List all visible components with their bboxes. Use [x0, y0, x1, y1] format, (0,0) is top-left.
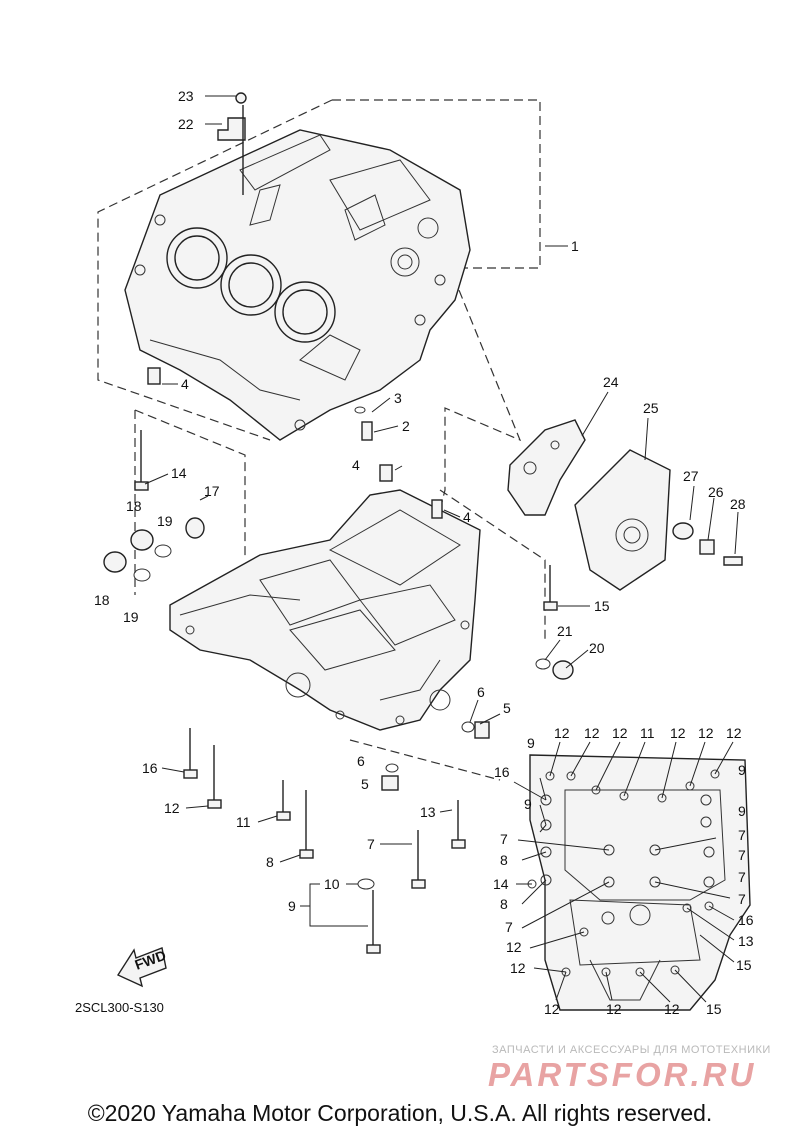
callout-19: 19 [123, 609, 139, 625]
small-parts [103, 92, 743, 890]
callout-28: 28 [730, 496, 746, 512]
diagram-code: 2SCL300-S130 [75, 1000, 164, 1015]
callout-4: 4 [181, 376, 189, 392]
inset-callout-7: 7 [738, 827, 746, 843]
callout-8: 8 [266, 854, 274, 870]
callout-9: 9 [288, 898, 296, 914]
inset-callout-13: 13 [738, 933, 754, 949]
cover-24 [507, 419, 586, 516]
inset-callout-7: 7 [505, 919, 513, 935]
inset-callout-7: 7 [738, 847, 746, 863]
copyright-notice: ©2020 Yamaha Motor Corporation, U.S.A. A… [87, 1100, 713, 1126]
callout-7: 7 [367, 836, 375, 852]
callout-14: 14 [171, 465, 187, 481]
lower-crankcase [169, 489, 481, 731]
callout-24: 24 [603, 374, 619, 390]
inset-callout-9: 9 [738, 803, 746, 819]
inset-callout-labels: 12 12 12 11 12 12 12 9 16 9 9 9 7 7 7 8 … [493, 725, 754, 1017]
inset-callout-8: 8 [500, 852, 508, 868]
callout-10: 10 [324, 876, 340, 892]
callout-5: 5 [503, 700, 511, 716]
lower-crankcase-dashed-outline [134, 409, 546, 781]
callout-15: 15 [594, 598, 610, 614]
inset-callout-16: 16 [494, 764, 510, 780]
callout-16: 16 [142, 760, 158, 776]
callout-5: 5 [361, 776, 369, 792]
callout-11: 11 [236, 814, 251, 830]
inset-callout-7: 7 [738, 891, 746, 907]
inset-bolt-pattern [513, 741, 751, 1011]
callout-1: 1 [571, 238, 579, 254]
cover-25 [574, 449, 671, 591]
inset-callout-12: 12 [726, 725, 742, 741]
watermark-logo: PARTSFOR.RU [488, 1056, 757, 1093]
inset-callout-16: 16 [738, 912, 754, 928]
inset-callout-14: 14 [493, 876, 509, 892]
callout-3: 3 [394, 390, 402, 406]
leader-lines [144, 95, 739, 927]
inset-callout-12: 12 [544, 1001, 560, 1017]
callout-6: 6 [477, 684, 485, 700]
inset-callout-12: 12 [698, 725, 714, 741]
callout-26: 26 [708, 484, 724, 500]
callout-13: 13 [420, 804, 436, 820]
fwd-arrow: FWD [116, 947, 168, 988]
callout-4: 4 [463, 509, 471, 525]
callout-23: 23 [178, 88, 194, 104]
callout-22: 22 [178, 116, 194, 132]
inset-callout-11: 11 [640, 725, 655, 741]
inset-callout-7: 7 [738, 869, 746, 885]
inset-callout-12: 12 [554, 725, 570, 741]
watermark-tagline: ЗАПЧАСТИ И АКСЕССУАРЫ ДЛЯ МОТОТЕХНИКИ [492, 1044, 771, 1056]
callout-labels: 1 2 3 4 4 4 5 5 6 6 7 8 9 10 11 12 13 14… [94, 88, 746, 914]
callout-25: 25 [643, 400, 659, 416]
callout-17: 17 [204, 483, 220, 499]
callout-21: 21 [557, 623, 573, 639]
inset-callout-15: 15 [706, 1001, 722, 1017]
inset-callout-9: 9 [527, 735, 535, 751]
inset-callout-12: 12 [584, 725, 600, 741]
inset-callout-9: 9 [524, 796, 532, 812]
inset-callout-12: 12 [664, 1001, 680, 1017]
callout-27: 27 [683, 468, 699, 484]
callout-6: 6 [357, 753, 365, 769]
inset-callout-12: 12 [606, 1001, 622, 1017]
callout-4: 4 [352, 457, 360, 473]
inset-callout-9: 9 [738, 762, 746, 778]
inset-callout-7: 7 [500, 831, 508, 847]
inset-callout-12: 12 [506, 939, 522, 955]
callout-2: 2 [402, 418, 410, 434]
inset-callout-8: 8 [500, 896, 508, 912]
upper-crankcase [124, 129, 471, 441]
callout-20: 20 [589, 640, 605, 656]
inset-leader-lines [513, 741, 735, 1003]
callout-18: 18 [126, 498, 142, 514]
callout-19: 19 [157, 513, 173, 529]
upper-crankcase-dashed-outline [97, 99, 541, 511]
callout-12: 12 [164, 800, 180, 816]
inset-callout-12: 12 [670, 725, 686, 741]
inset-callout-12: 12 [612, 725, 628, 741]
inset-callout-15: 15 [736, 957, 752, 973]
inset-callout-12: 12 [510, 960, 526, 976]
callout-18: 18 [94, 592, 110, 608]
bolts [134, 105, 558, 954]
